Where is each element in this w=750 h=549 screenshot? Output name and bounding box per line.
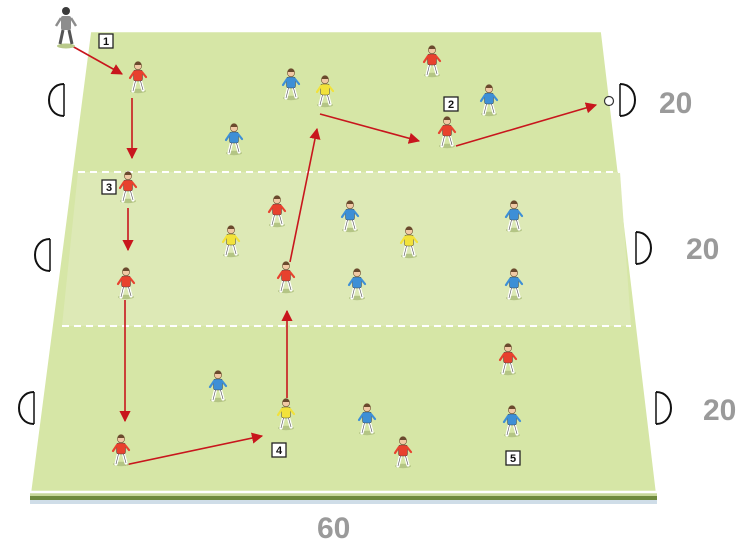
- player-blue-2: [479, 84, 499, 117]
- mini-goals: [18, 83, 672, 425]
- player-blue-1: [281, 68, 301, 101]
- goal-right-top: [619, 83, 636, 117]
- marker-4: 4: [271, 442, 287, 458]
- marker-2: 2: [443, 96, 459, 112]
- middle-zone: [62, 172, 631, 326]
- player-red-9: [393, 436, 413, 469]
- player-red-5: [267, 195, 287, 228]
- player-blue-10: [502, 405, 522, 438]
- player-blue-3: [224, 123, 244, 156]
- player-blue-9: [357, 403, 377, 436]
- player-yellow-1: [315, 75, 335, 108]
- arrows: [71, 45, 598, 466]
- goal-left-top: [48, 83, 65, 117]
- zone-length-middle: 20: [686, 233, 719, 266]
- marker-3: 3: [101, 179, 117, 195]
- arrow-pass-4: [124, 432, 264, 466]
- player-red-6: [116, 267, 136, 300]
- marker-5: 5: [505, 450, 521, 466]
- arrow-shot: [455, 102, 598, 147]
- player-yellow-4: [276, 398, 296, 431]
- player-red-1: [128, 61, 148, 94]
- player-blue-7: [504, 268, 524, 301]
- player-red-10: [111, 434, 131, 467]
- player-yellow-2: [221, 225, 241, 258]
- arrow-pass-6: [289, 127, 321, 263]
- pitch-edge-shadow: [30, 500, 657, 504]
- goal-right-middle: [635, 231, 652, 265]
- marker-1: 1: [98, 33, 114, 49]
- svg-text:2: 2: [448, 99, 454, 111]
- player-red-2: [422, 45, 442, 78]
- player-blue-5: [504, 200, 524, 233]
- coach: [54, 7, 78, 49]
- svg-text:3: 3: [106, 182, 112, 194]
- goal-right-bottom: [655, 391, 672, 425]
- player-yellow-3: [399, 226, 419, 259]
- player-red-4: [118, 171, 138, 204]
- ball-icon: [603, 95, 615, 107]
- player-blue-6: [347, 268, 367, 301]
- svg-text:4: 4: [276, 445, 283, 457]
- zone-length-bottom: 20: [703, 394, 736, 427]
- svg-text:1: 1: [103, 36, 109, 48]
- players: [111, 45, 524, 469]
- player-red-8: [498, 343, 518, 376]
- arrow-pass-7: [319, 113, 421, 144]
- goal-left-middle: [34, 238, 51, 272]
- player-red-3: [437, 116, 457, 149]
- zone-length-top: 20: [659, 87, 692, 120]
- pitch-edge-line: [30, 496, 657, 500]
- player-blue-8: [208, 370, 228, 403]
- player-red-7: [276, 261, 296, 294]
- pitch: [28, 29, 659, 504]
- svg-text:5: 5: [510, 453, 516, 465]
- player-blue-4: [340, 200, 360, 233]
- pitch-width-label: 60: [317, 512, 350, 545]
- goal-left-bottom: [18, 391, 35, 425]
- arrow-coach-to-player: [71, 45, 123, 75]
